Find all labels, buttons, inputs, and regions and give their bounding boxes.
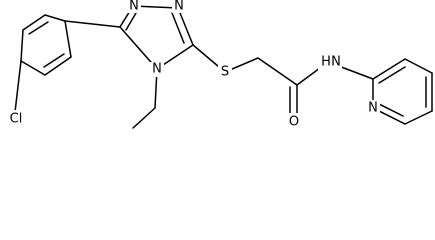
atom-label-n-pyridine: N [368, 101, 378, 116]
atom-label-s: S [221, 65, 229, 80]
bond [20, 60, 46, 76]
bond [64, 20, 121, 28]
atom-label-n1: N [129, 0, 139, 14]
bond [404, 110, 433, 125]
bond [372, 58, 406, 80]
atom-labels: Cl N N N S O N H N [3, 0, 380, 130]
bond [22, 14, 46, 31]
bond [171, 12, 185, 44]
bonds [14, 5, 433, 129]
atom-label-cl: Cl [10, 112, 23, 127]
bond [125, 12, 137, 31]
chemical-structure: Cl N N N S O N H N [3, 0, 433, 130]
bond [64, 20, 72, 58]
bond [43, 53, 65, 68]
atom-label-n-amide: N [331, 55, 341, 70]
bond [44, 14, 66, 22]
atom-label-o: O [289, 115, 299, 130]
atom-label-h: H [321, 55, 331, 70]
atom-label-n2: N [174, 0, 184, 14]
bond [404, 58, 433, 74]
bond [378, 66, 406, 84]
bond [177, 7, 194, 46]
bond [14, 60, 22, 113]
bond [132, 107, 156, 129]
bond [44, 56, 72, 76]
bond [28, 21, 49, 35]
bond [257, 57, 298, 86]
atom-label-n4: N [152, 62, 162, 77]
bond [378, 103, 404, 117]
bond [20, 29, 24, 62]
